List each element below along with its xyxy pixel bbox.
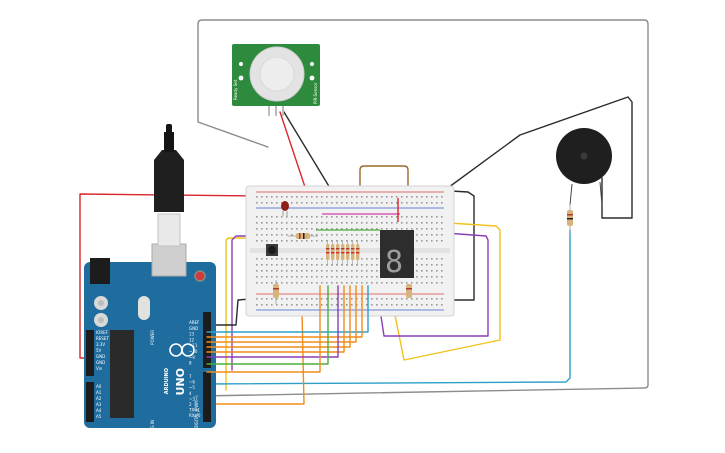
pin-label: GND (189, 326, 198, 331)
pin-label: ~5 (189, 385, 195, 390)
usb-cable[interactable] (154, 124, 184, 247)
pin-label: 3.3V (96, 342, 105, 347)
segment-resistor[interactable] (331, 240, 335, 266)
pin-label: RX←0 (189, 413, 201, 418)
arduino-pin-labels: AREFGND1312~11~10~987~6~54~32TX→1RX←0IOR… (96, 320, 201, 419)
pin-label: TX→1 (188, 408, 201, 413)
segment-resistor[interactable] (346, 240, 350, 266)
pin-label: 7 (189, 374, 192, 379)
pin-label: 2 (189, 402, 192, 407)
atmega-chip (110, 330, 134, 418)
black-wire-breadboard-right[interactable] (433, 189, 475, 301)
gray-wire[interactable] (197, 19, 649, 397)
power-jack (90, 258, 110, 284)
digital-header-top (203, 312, 211, 368)
purple-wire-right[interactable] (377, 231, 489, 337)
pin-label: GND (96, 354, 105, 359)
segment-resistor[interactable] (336, 240, 340, 266)
pin-label: A5 (96, 414, 102, 419)
pin-label: GND (96, 360, 105, 365)
pir-black-wire[interactable] (283, 111, 331, 189)
breadboard-holes (256, 196, 443, 306)
segment-resistors[interactable] (326, 240, 360, 266)
pin-label: A0 (96, 384, 102, 389)
black-wire-buzzer[interactable] (444, 96, 633, 219)
pin-label: RESET (96, 336, 109, 341)
pin-wire[interactable] (206, 285, 357, 343)
pin-label: 12 (189, 337, 195, 342)
display-resistor[interactable] (406, 284, 412, 298)
display-digit: 8 (385, 245, 403, 280)
brown-wire[interactable] (359, 165, 409, 291)
pir-left-label: Ready Set (233, 79, 238, 100)
piezo-buzzer[interactable] (556, 128, 612, 206)
segment-resistor[interactable] (351, 240, 355, 266)
yellow-wire-right[interactable] (369, 217, 501, 361)
wires-front (206, 285, 369, 373)
teal-wire-buzzer[interactable] (204, 229, 571, 385)
pir-right-label: PIR-Sensor (313, 82, 318, 104)
pin-wire[interactable] (206, 285, 345, 353)
buzzer-resistor[interactable] (567, 204, 573, 234)
segment-resistor[interactable] (356, 240, 360, 266)
pin-label: ~9 (189, 355, 195, 360)
pin-wire[interactable] (206, 285, 321, 373)
board-model: UNO (174, 368, 187, 396)
pin-label: ~3 (189, 396, 195, 401)
pin-label: 13 (189, 332, 195, 337)
pin-label: 8 (189, 361, 192, 366)
pin-label: Vin (96, 366, 103, 371)
button-resistor[interactable] (273, 280, 279, 304)
seven-segment-display[interactable]: 8 (380, 230, 414, 280)
digital-header-bottom (203, 372, 211, 422)
pin-label: 5V (96, 348, 102, 353)
pin-label: IOREF (96, 330, 109, 335)
yellow-wire-left[interactable] (225, 237, 319, 391)
usb-connector (151, 243, 187, 277)
pin-wire[interactable] (206, 285, 369, 333)
pin-wire[interactable] (206, 285, 339, 358)
reset-button[interactable] (194, 270, 206, 282)
board-make: ARDUINO (164, 368, 170, 394)
pin-wire[interactable] (206, 285, 351, 348)
arduino-uno-board[interactable]: UNO ARDUINO AREFGND1312~11~10~987~6~54~3… (84, 243, 216, 442)
pin-label: A3 (96, 402, 102, 407)
segment-resistor[interactable] (341, 240, 345, 266)
section-digital: DIGITAL (PWM~) (194, 395, 199, 429)
red-led[interactable] (281, 201, 289, 216)
arduino-logo (169, 343, 195, 357)
pin-label: ~10 (189, 349, 198, 354)
power-header (86, 330, 94, 376)
pin-label: A4 (96, 408, 102, 413)
pin-label: A2 (96, 396, 102, 401)
pin-label: A1 (96, 390, 102, 395)
pin-wire[interactable] (206, 285, 329, 365)
pin-wire[interactable] (206, 285, 363, 338)
led-resistor[interactable] (288, 233, 318, 239)
push-button[interactable] (266, 244, 278, 256)
pin-label: ~11 (189, 343, 198, 348)
pir-red-wire[interactable] (279, 111, 309, 197)
pir-sensor[interactable]: Ready Set PIR-Sensor (232, 44, 320, 116)
section-power: POWER (150, 330, 155, 345)
section-analog: ANALOG IN (150, 420, 155, 442)
pin-label: AREF (189, 320, 200, 325)
pin-label: ~6 (189, 380, 195, 385)
analog-header (86, 382, 94, 422)
segment-resistor[interactable] (326, 240, 330, 266)
pin-label: 4 (189, 391, 192, 396)
